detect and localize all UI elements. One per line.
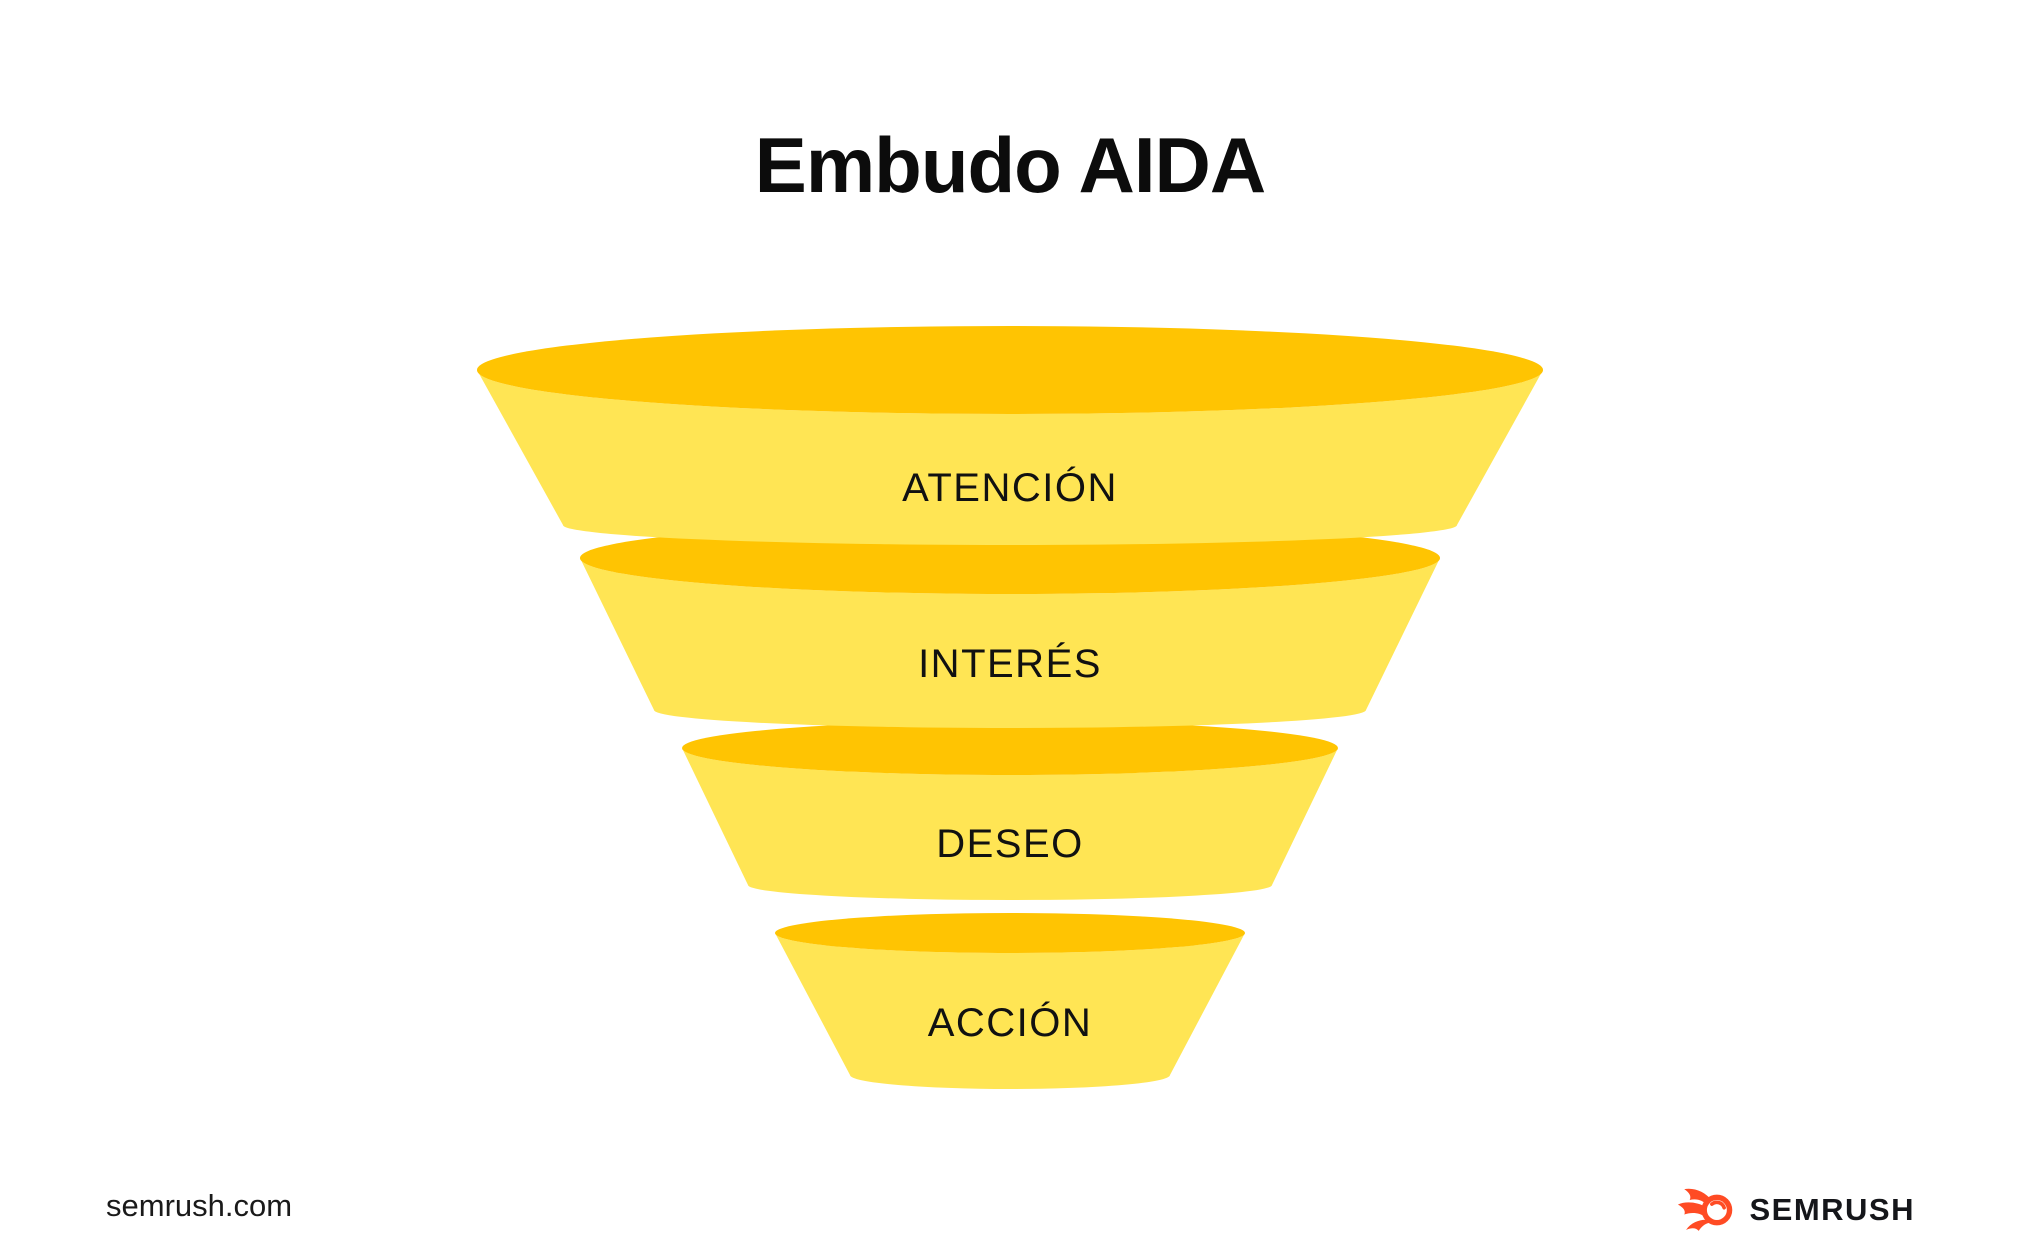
brand-logo: SEMRUSH <box>1677 1184 1915 1236</box>
funnel-stage-atencion <box>477 326 1543 545</box>
flame-spike-bottom <box>1686 1219 1711 1231</box>
source-website: semrush.com <box>106 1188 293 1223</box>
flame-ball-highlight <box>1710 1200 1727 1210</box>
stage-accion-body <box>775 933 1245 1089</box>
stage-accion-top-ellipse <box>775 913 1245 953</box>
funnel-stage-deseo <box>682 721 1338 900</box>
stage-label-interes: INTERÉS <box>918 641 1102 686</box>
stage-label-accion: ACCIÓN <box>928 1000 1093 1045</box>
stage-label-deseo: DESEO <box>936 822 1084 866</box>
stage-deseo-top-ellipse <box>682 721 1338 775</box>
stage-atencion-top-ellipse <box>477 326 1543 414</box>
flame-spike-middle <box>1678 1202 1707 1217</box>
stage-interes-body <box>580 558 1440 728</box>
funnel-stage-accion <box>775 913 1245 1089</box>
stage-deseo-body <box>682 748 1338 900</box>
funnel-stage-interes <box>580 522 1440 728</box>
brand-wordmark: SEMRUSH <box>1749 1192 1915 1227</box>
stage-label-atencion: ATENCIÓN <box>902 465 1118 510</box>
stage-atencion-body <box>477 370 1543 545</box>
page-title: Embudo AIDA <box>754 121 1266 209</box>
semrush-flame-icon <box>1678 1188 1733 1231</box>
